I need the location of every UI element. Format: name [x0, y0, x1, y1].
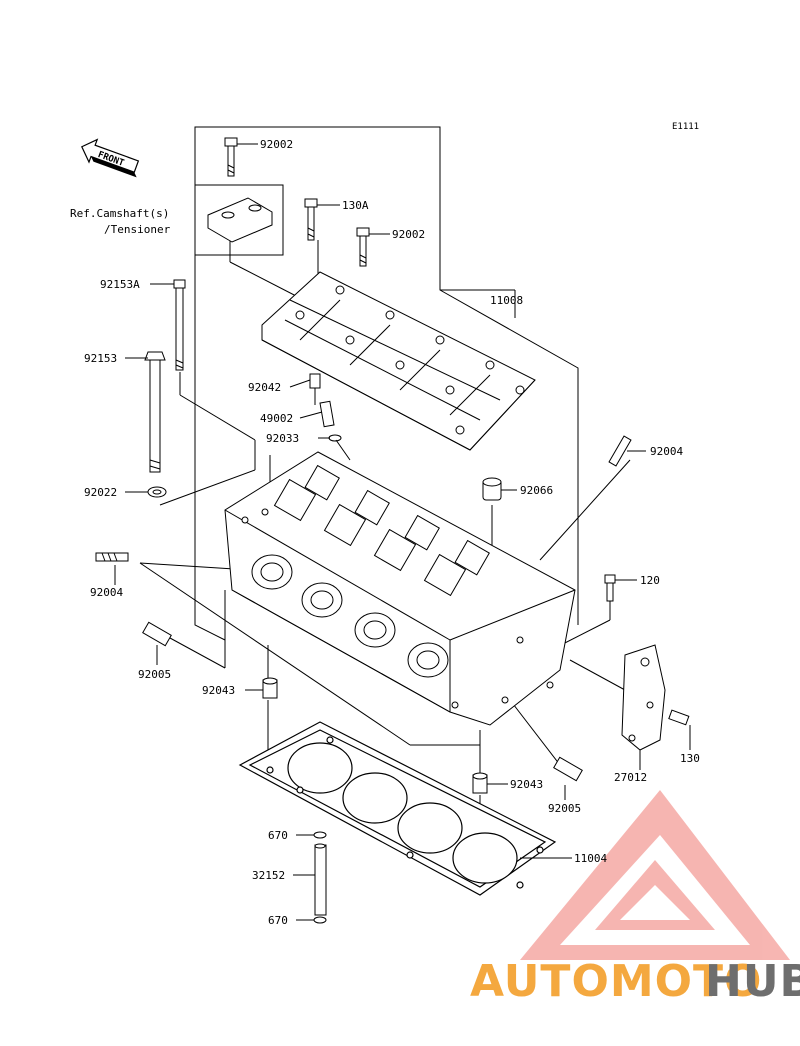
- part-label-92002-mid: 92002: [392, 228, 425, 241]
- ref-note-line1: Ref.Camshaft(s): [70, 207, 169, 220]
- fitting-92005-right: [553, 756, 583, 782]
- cylinder-head: [224, 451, 576, 726]
- part-label-92002-top: 92002: [260, 138, 293, 151]
- dowel-92042: [309, 373, 321, 389]
- ref-note-line2: /Tensioner: [104, 223, 171, 236]
- stud-92004-left: [95, 552, 129, 562]
- bolt-130a: [304, 198, 318, 241]
- part-label-92004-left: 92004: [90, 586, 123, 599]
- plug-92066: [482, 477, 502, 501]
- exhaust-ports: [251, 554, 449, 678]
- part-label-92153: 92153: [84, 352, 117, 365]
- bracket-lines: [139, 126, 631, 880]
- part-label-92043-left: 92043: [202, 684, 235, 697]
- part-label-92022: 92022: [84, 486, 117, 499]
- pipe-32152: [314, 843, 327, 916]
- part-label-11008: 11008: [490, 294, 523, 307]
- camshaft-holder-11008: [261, 271, 536, 451]
- part-label-92005-right: 92005: [548, 802, 581, 815]
- part-label-92066: 92066: [520, 484, 553, 497]
- part-label-670-top: 670: [268, 829, 288, 842]
- part-label-49002: 49002: [260, 412, 293, 425]
- part-label-92004-right: 92004: [650, 445, 683, 458]
- watermark-part2: HUB: [705, 956, 800, 1007]
- bracket-27012: [621, 644, 666, 751]
- washer-92022: [147, 486, 167, 498]
- part-label-92043-right: 92043: [510, 778, 543, 791]
- bolt-130: [668, 709, 690, 726]
- dowel-92043-right: [472, 772, 488, 794]
- stud-92004-right: [608, 435, 632, 467]
- head-gasket-11004: [238, 721, 557, 896]
- part-label-92005-left: 92005: [138, 668, 171, 681]
- leader-lines: [114, 143, 691, 921]
- fitting-92005-left: [142, 621, 172, 647]
- bolt-92153a: [173, 279, 186, 371]
- camshaft-cap: [207, 197, 273, 243]
- part-label-27012: 27012: [614, 771, 647, 784]
- part-label-120: 120: [640, 574, 660, 587]
- bolt-120: [604, 574, 616, 602]
- watermark-logo: [520, 790, 790, 960]
- bolt-92153: [144, 351, 166, 473]
- part-label-92042: 92042: [248, 381, 281, 394]
- bolt-92002-top: [224, 137, 238, 177]
- part-label-130: 130: [680, 752, 700, 765]
- bolt-92002-mid: [356, 227, 370, 267]
- diagram-code: E1111: [672, 122, 699, 132]
- oring-670-bottom: [313, 916, 327, 924]
- part-label-130a: 130A: [342, 199, 369, 212]
- plug-49002: [319, 400, 335, 428]
- oring-92033: [328, 434, 342, 442]
- part-label-670-bottom: 670: [268, 914, 288, 927]
- part-label-11004: 11004: [574, 852, 607, 865]
- part-label-32152: 32152: [252, 869, 285, 882]
- dowel-92043-left: [262, 677, 278, 699]
- watermark-text: AUTOMOTO HUB: [470, 956, 800, 1007]
- front-arrow-icon: FRONT: [81, 138, 140, 178]
- oring-670-top: [313, 831, 327, 839]
- part-label-92033: 92033: [266, 432, 299, 445]
- part-label-92153a: 92153A: [100, 278, 140, 291]
- watermark-part1: AUTOMOTO: [470, 956, 762, 1007]
